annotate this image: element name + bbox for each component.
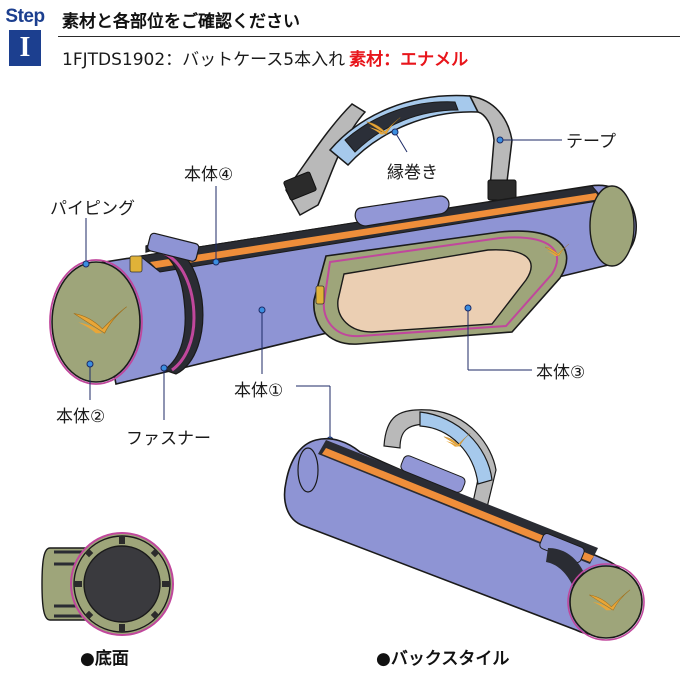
right-end-cap: [590, 186, 634, 266]
body1-dot: [259, 307, 265, 313]
strap-buckle-right: [488, 180, 516, 200]
label-piping: パイピング: [50, 194, 135, 219]
tape-dot: [497, 137, 503, 143]
label-body4: 本体④: [184, 160, 233, 185]
body4-dot: [213, 259, 219, 265]
piping-dot: [83, 261, 89, 267]
label-tape: テープ: [566, 127, 616, 152]
left-end-cap: [52, 262, 140, 382]
label-binding: 縁巻き: [387, 158, 438, 183]
bottom-base: [84, 546, 160, 622]
label-body2: 本体②: [56, 402, 105, 427]
label-body1: 本体①: [234, 376, 283, 401]
body2-dot: [87, 361, 93, 367]
caption-back: ●バックスタイル: [376, 644, 509, 669]
main-case: [50, 96, 636, 384]
label-zipper: ファスナー: [126, 424, 211, 449]
zipper-pull-left: [130, 256, 142, 272]
binding-dot: [392, 129, 398, 135]
strap-right: [470, 96, 512, 190]
caption-bottom: ●底面: [80, 644, 129, 669]
bottom-view: [42, 533, 173, 635]
back-left-end: [298, 448, 318, 492]
back-view: [285, 410, 644, 640]
pocket-zipper-pull: [316, 286, 324, 304]
label-body3: 本体③: [536, 358, 585, 383]
body3-dot: [465, 305, 471, 311]
zipper-dot: [161, 365, 167, 371]
